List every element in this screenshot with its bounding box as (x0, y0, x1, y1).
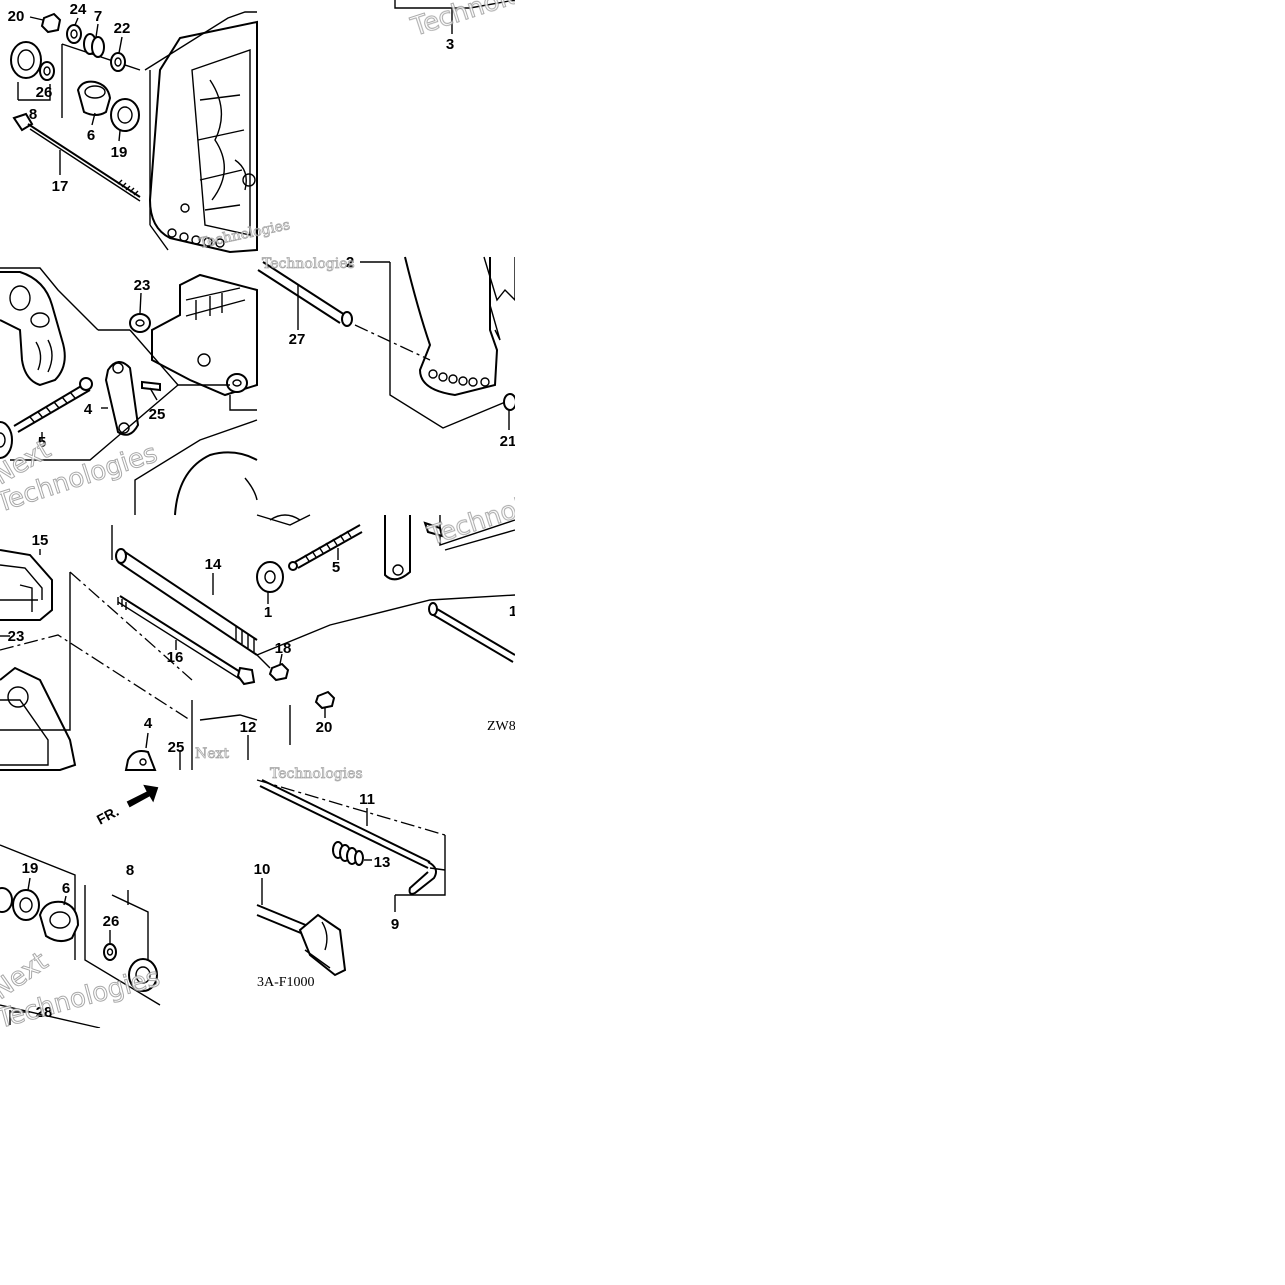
callout-label: 20 (316, 719, 333, 736)
callout-label: 8 (29, 106, 37, 123)
watermark-text: Technologies (262, 256, 355, 272)
callout-label: 12 (240, 719, 257, 736)
callout-label: 26 (103, 913, 120, 930)
callout-label: 4 (84, 401, 93, 418)
drawing-code-right: ZW8 (487, 719, 516, 734)
callout-label: 21 (500, 433, 517, 450)
watermark-text: Technologies (198, 217, 292, 252)
callout-label: 20 (8, 8, 25, 25)
callout-label: 4 (144, 715, 153, 732)
callout-label: 2 (346, 254, 354, 271)
callout-label: 25 (149, 406, 166, 423)
nut-icon (40, 12, 62, 34)
callout-label: 22 (114, 20, 131, 37)
callout-label: 17 (52, 178, 69, 195)
callout-label: 5 (332, 559, 340, 576)
callout-label: 19 (111, 144, 128, 161)
callout-label: 19 (22, 860, 39, 877)
tile-bottom-right (256, 779, 446, 977)
callout-label: 6 (87, 127, 95, 144)
callout-label: 27 (289, 331, 306, 348)
callout-label: 11 (359, 791, 375, 808)
watermark-text: Next (195, 746, 229, 762)
tile-lower-right (256, 514, 516, 745)
tile-bottom-left (0, 784, 161, 1029)
callout-label: 26 (36, 84, 53, 101)
callout-label: 28 (36, 1004, 53, 1021)
callout-label: 16 (167, 649, 184, 666)
tile-mid-left (0, 267, 258, 516)
callout-label: 24 (70, 1, 87, 18)
callout-label: 7 (94, 8, 102, 25)
callout-label: 10 (254, 861, 271, 878)
callout-label: 1 (264, 604, 272, 621)
tile-lower-left (0, 525, 258, 771)
callout-label: 1 (509, 603, 517, 620)
callout-label: 23 (134, 277, 151, 294)
callout-label: 18 (275, 640, 292, 657)
tile-top-left (10, 11, 258, 254)
drawing-code-bottom: 3A-F1000 (257, 975, 315, 990)
callout-label: 25 (168, 739, 185, 756)
callout-label: 14 (205, 556, 222, 573)
callout-label: 3 (446, 36, 454, 53)
front-marker: FR. (94, 803, 121, 828)
watermark-text: Technologies (270, 766, 363, 782)
callout-label: 9 (391, 916, 399, 933)
callout-label: 6 (62, 880, 70, 897)
callout-label: 15 (32, 532, 49, 549)
callout-label: 13 (374, 854, 391, 871)
callout-label: 23 (8, 628, 25, 645)
tile-top-right (394, 0, 516, 34)
callout-label: 5 (38, 434, 46, 451)
callout-label: 8 (126, 862, 134, 879)
tile-mid-right (257, 256, 517, 430)
